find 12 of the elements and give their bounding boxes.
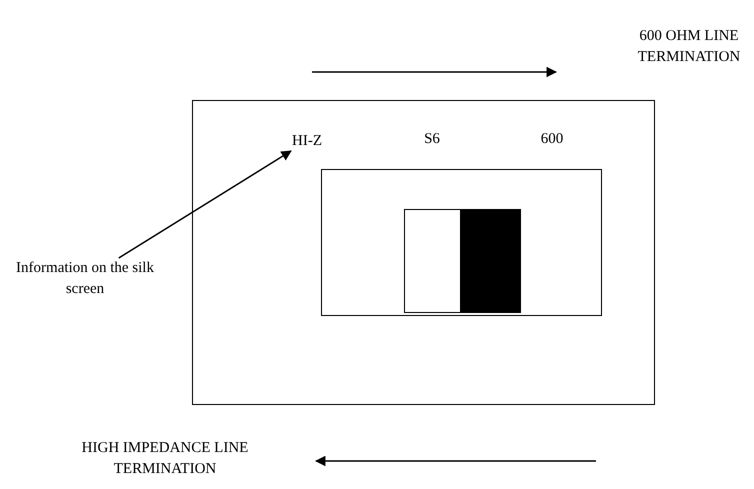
position-label: HIGH IMPEDANCE LINE TERMINATION bbox=[60, 438, 316, 480]
arrow bbox=[312, 66, 558, 78]
switch-panel bbox=[192, 100, 655, 405]
slider-knob bbox=[404, 209, 521, 313]
arrow bbox=[314, 456, 596, 466]
silk-screen-label: S6 bbox=[423, 130, 441, 149]
silk-screen-label: HI-Z bbox=[286, 131, 328, 151]
position-label: 600 OHM LINE TERMINATION bbox=[556, 16, 752, 78]
silk-screen-label: 600 bbox=[540, 130, 564, 149]
leader-line bbox=[118, 150, 292, 259]
callout-text: Information on the silk screen bbox=[10, 258, 160, 300]
switch-housing bbox=[321, 169, 602, 316]
